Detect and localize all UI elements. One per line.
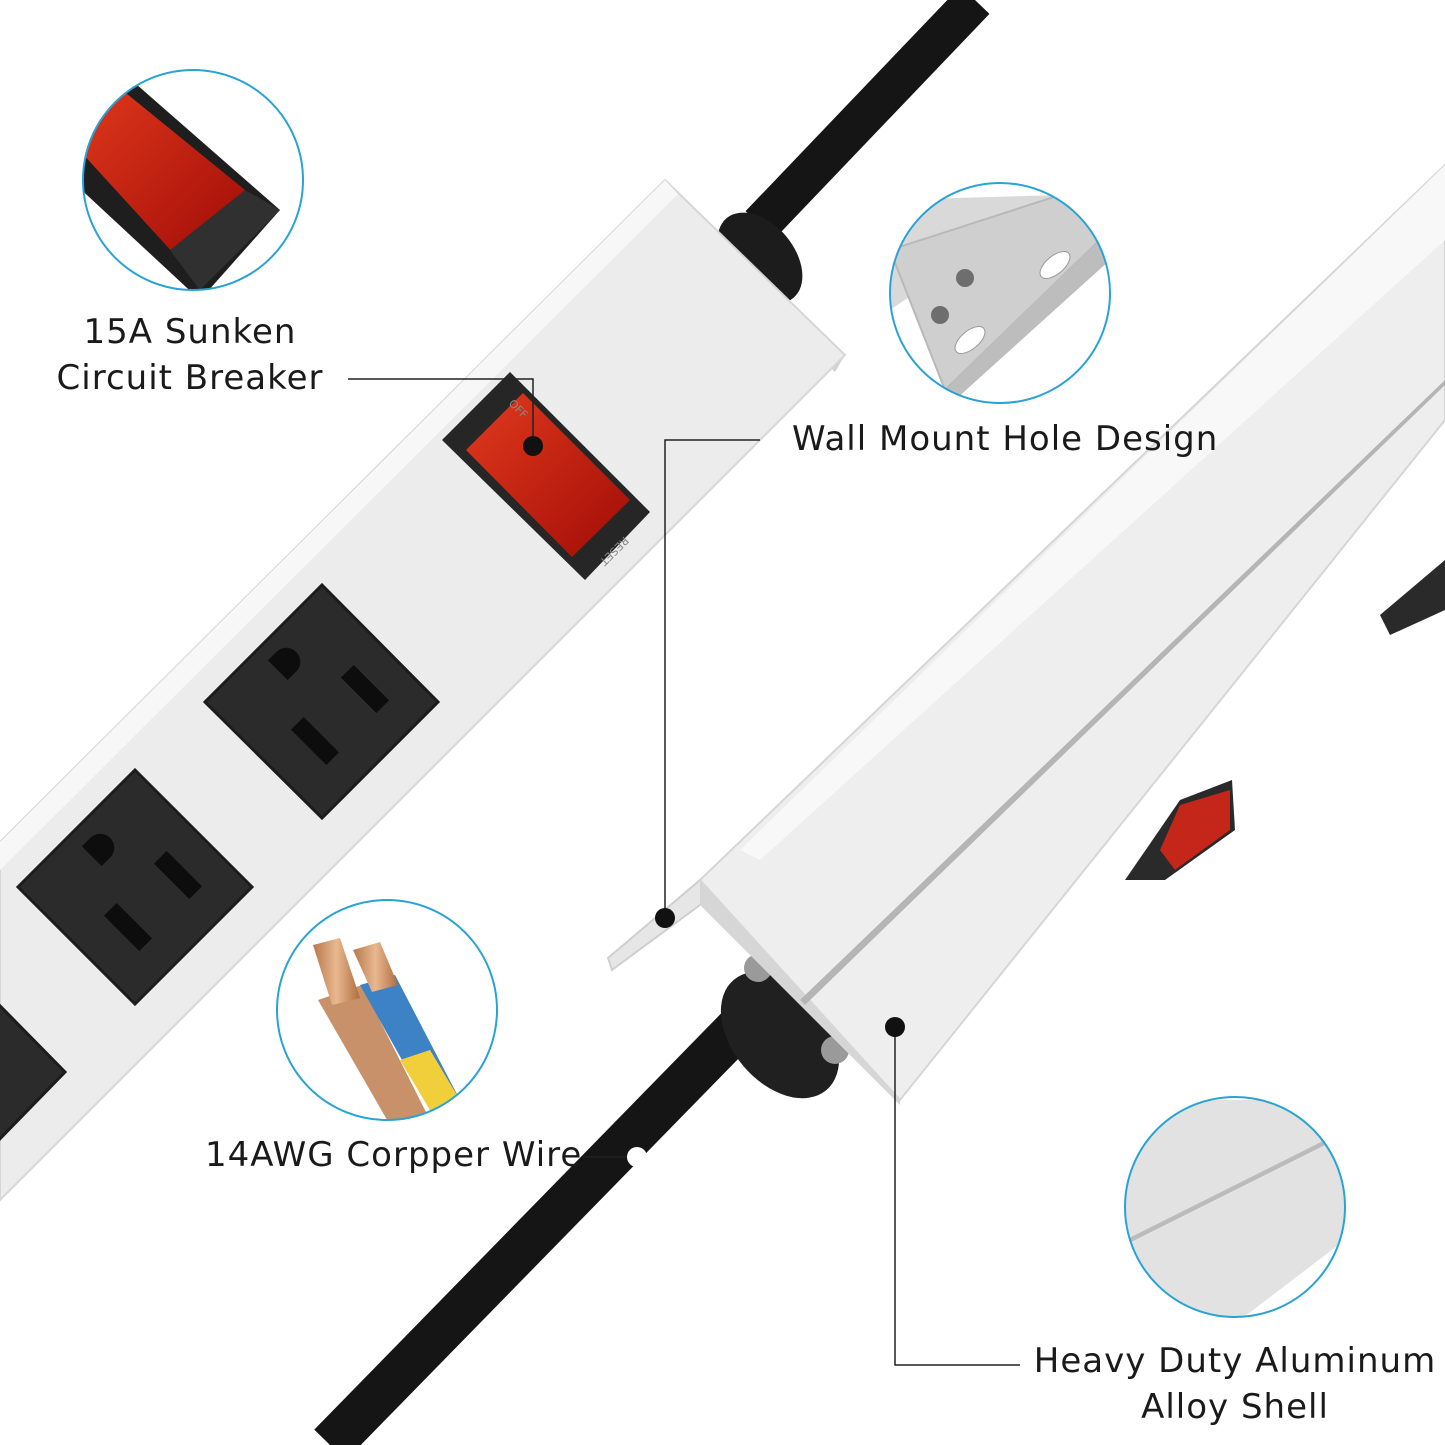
- outlet-3: [0, 1003, 68, 1141]
- breaker-callout-line2: Circuit Breaker: [56, 358, 324, 398]
- shell-callout-line2: Alloy Shell: [1141, 1387, 1329, 1427]
- wall-mount-callout-label: Wall Mount Hole Design: [792, 419, 1219, 459]
- leader-lines: [348, 378, 1020, 1366]
- shell-detail-circle: [1124, 1096, 1346, 1318]
- breaker-switch: OFF RESET: [442, 372, 650, 580]
- callout-dots: [523, 436, 905, 1167]
- outlet-2: [15, 767, 255, 1007]
- breaker-callout-line1: 15A Sunken: [83, 312, 297, 352]
- right-power-strip: [606, 163, 1445, 1105]
- wire-callout-label: 14AWG Corpper Wire: [205, 1135, 583, 1175]
- left-power-strip: OFF RESET: [0, 178, 847, 1202]
- shell-callout-label: Heavy Duty Aluminum Alloy Shell: [1030, 1338, 1440, 1430]
- breaker-detail-circle: [82, 69, 304, 291]
- wire-detail-circle: [276, 899, 498, 1121]
- power-cord-bottom: [314, 984, 781, 1445]
- shell-callout-line1: Heavy Duty Aluminum: [1033, 1341, 1437, 1381]
- outlet-1: [202, 582, 441, 821]
- bracket-detail-circle: [889, 182, 1111, 404]
- breaker-callout-label: 15A Sunken Circuit Breaker: [40, 309, 340, 401]
